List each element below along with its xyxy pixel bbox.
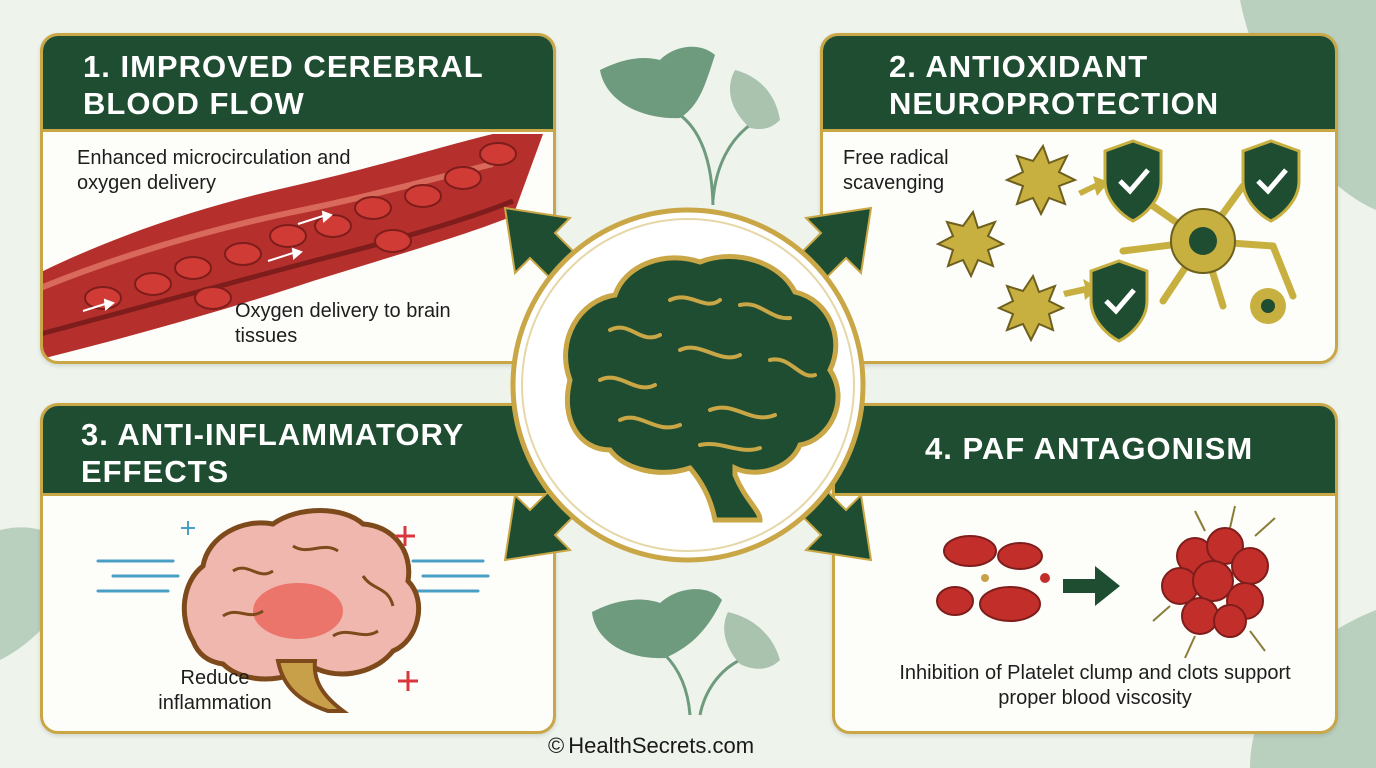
free-radical-icon [935, 143, 1078, 343]
panel-title-line: BLOOD FLOW [83, 86, 305, 121]
panel-title-line: EFFECTS [81, 454, 230, 489]
panel-header: 3. ANTI-INFLAMMATORY EFFECTS [43, 406, 553, 496]
red-blood-cell-icon [936, 535, 1043, 622]
site-name: HealthSecrets.com [568, 733, 755, 758]
brain-icon [563, 254, 841, 523]
platelet-inhibition-text: Inhibition of Platelet clump and clots s… [899, 662, 1291, 709]
panel-title-line: NEUROPROTECTION [889, 86, 1220, 121]
microcirculation-text: Enhanced microcirculation and oxygen del… [77, 147, 351, 194]
panel-title-line: 4. PAF ANTAGONISM [925, 431, 1254, 466]
ginkgo-leaf-icon [600, 46, 780, 206]
free-radical-text: Free radical scavenging [843, 147, 949, 194]
shield-check-icon [1089, 139, 1301, 343]
oxygen-delivery-text: Oxygen delivery to brain tissues [235, 300, 451, 347]
arrow-icon [1063, 566, 1120, 606]
panel-header: 4. PAF ANTAGONISM [835, 406, 1335, 496]
ginkgo-leaf-icon [592, 589, 780, 716]
footer-credit: ©HealthSecrets.com [548, 733, 754, 759]
panel-header: 1. IMPROVED CEREBRAL BLOOD FLOW [43, 36, 553, 132]
blood-vessel-icon [43, 134, 543, 359]
neuroprotection-illustration [935, 139, 1301, 343]
clot-icon [1152, 505, 1276, 659]
panel-paf-antagonism: 4. PAF ANTAGONISM Inhibition of Platelet… [832, 403, 1338, 734]
panel-cerebral-blood-flow: 1. IMPROVED CEREBRAL BLOOD FLOW Enhanced… [40, 33, 556, 364]
copyright-symbol: © [548, 733, 565, 758]
panel-title-line: 1. IMPROVED CEREBRAL [83, 49, 484, 84]
panel-title-line: 3. ANTI-INFLAMMATORY [81, 417, 465, 452]
panel-anti-inflammatory: 3. ANTI-INFLAMMATORY EFFECTS Reduce infl… [40, 403, 556, 734]
panel-title-line: 2. ANTIOXIDANT [889, 49, 1149, 84]
panel-header: 2. ANTIOXIDANT NEUROPROTECTION [823, 36, 1335, 132]
inflamed-brain-icon [96, 508, 490, 713]
platelet-illustration [936, 505, 1276, 659]
panel-antioxidant: 2. ANTIOXIDANT NEUROPROTECTION Free radi… [820, 33, 1338, 364]
reduce-inflammation-text: Reduce inflammation [158, 667, 272, 714]
